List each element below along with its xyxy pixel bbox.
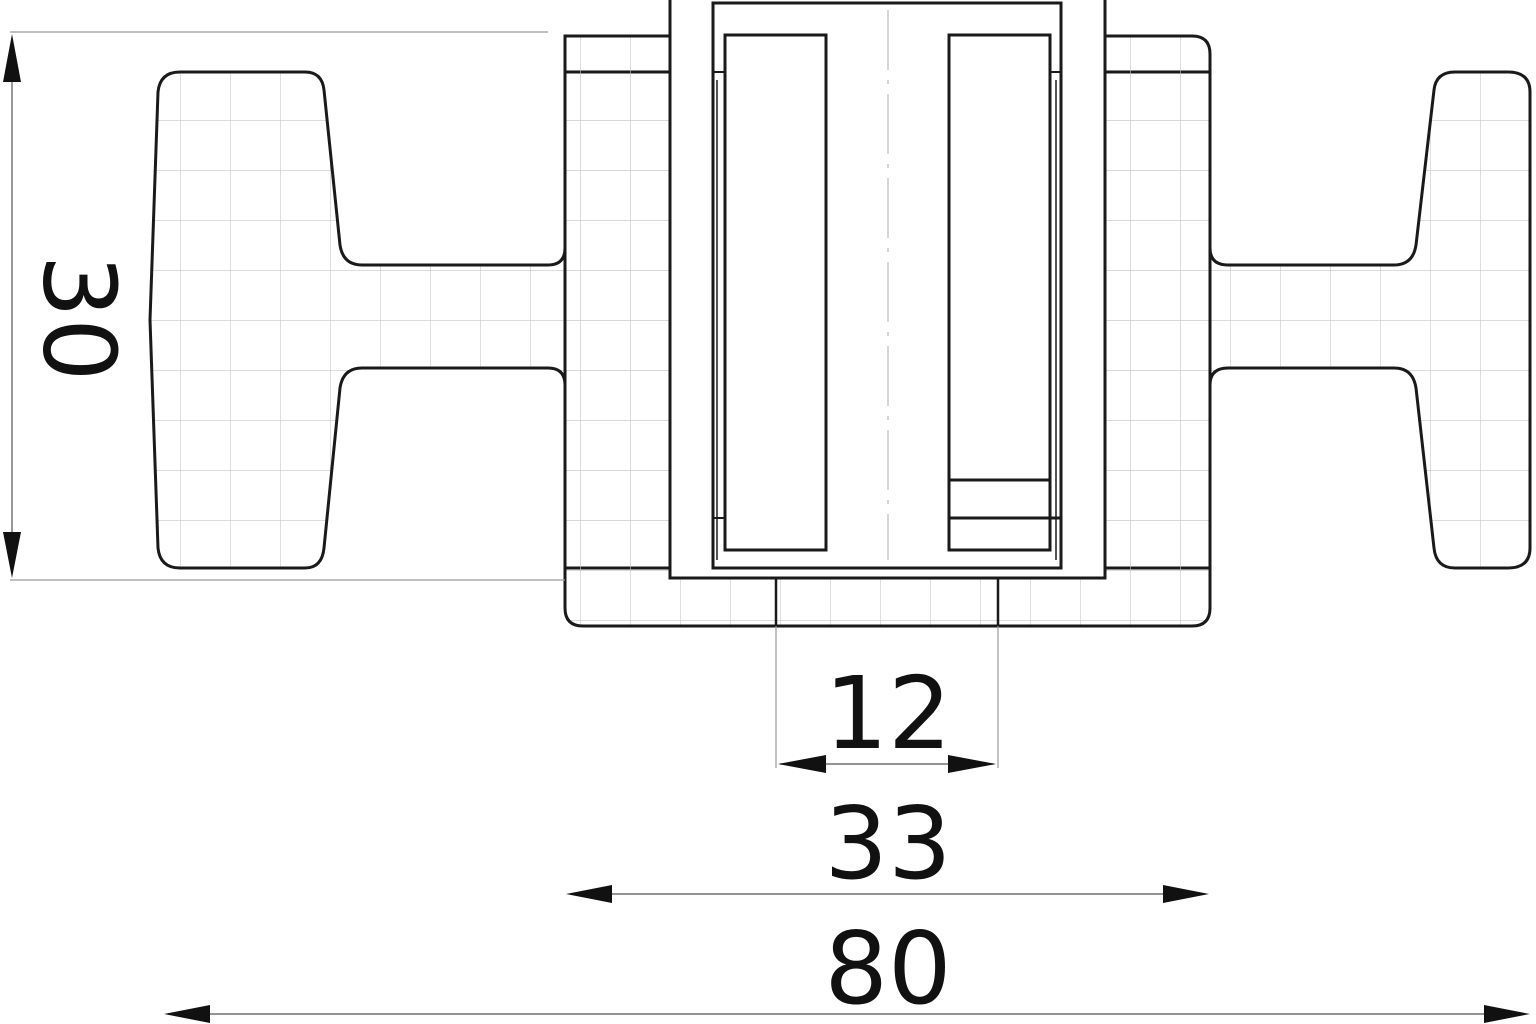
left-connector-body [148, 70, 672, 570]
arrow-left-icon [566, 885, 612, 903]
arrow-right-icon [1163, 885, 1209, 903]
slot-width-label: 12 [824, 655, 951, 772]
overall-width-label: 80 [824, 910, 951, 1024]
arrow-up-icon [3, 34, 21, 82]
arrow-right-icon [948, 755, 996, 773]
overall-width-dimension: 80 [164, 910, 1530, 1024]
slot-width-dimension: 12 [775, 626, 999, 773]
height-label: 30 [21, 254, 138, 381]
arrow-left-icon [164, 1005, 210, 1023]
arrow-left-icon [778, 755, 826, 773]
left-slot [723, 33, 828, 552]
center-base [563, 34, 1212, 628]
center-width-label: 33 [824, 785, 951, 902]
right-slot [947, 33, 1061, 552]
height-dimension: 30 [3, 31, 565, 581]
arrow-down-icon [3, 532, 21, 578]
center-width-dimension: 33 [566, 785, 1209, 903]
right-connector-body [1103, 70, 1532, 570]
bottom-channel [774, 578, 1000, 626]
arrow-right-icon [1484, 1005, 1530, 1023]
